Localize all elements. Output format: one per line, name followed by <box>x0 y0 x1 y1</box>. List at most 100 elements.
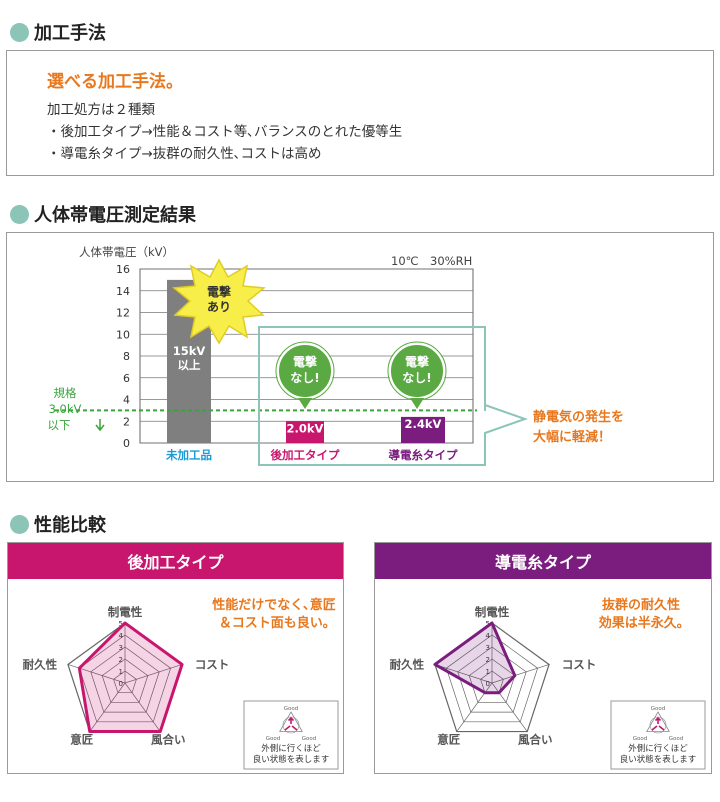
radar-scale-label: 4 <box>119 632 124 640</box>
arrow-down-left-icon <box>284 725 291 731</box>
radar-scale-label: 5 <box>486 620 490 628</box>
radar-axis-label: 意匠 <box>70 733 93 747</box>
y-tick-label: 4 <box>123 394 130 407</box>
panel-post-process: 後加工タイプ 012345制電性コスト風合い意匠耐久性性能だけでなく､意匠＆コス… <box>7 542 344 774</box>
radar-chart: 012345制電性コスト風合い意匠耐久性性能だけでなく､意匠＆コスト面も良い｡G… <box>23 597 339 770</box>
radar-spoke <box>434 664 493 684</box>
legend-good-label: Good <box>266 736 280 742</box>
method-line: ・後加工タイプ→性能＆コスト等､バランスのとれた優等生 <box>47 124 403 140</box>
radar-spoke <box>124 664 183 684</box>
down-arrow-icon <box>95 419 105 432</box>
section-title: 人体帯電圧測定結果 <box>34 205 196 226</box>
radar-axis-label: 制電性 <box>475 605 510 619</box>
radar-scale-label: 3 <box>119 644 123 652</box>
radar-scale-label: 0 <box>486 680 490 688</box>
spec-label: 規格 <box>54 386 77 400</box>
panel-comment: 性能だけでなく､意匠 <box>212 597 336 613</box>
radar-spoke <box>67 664 126 684</box>
radar-grid-ring <box>101 658 149 703</box>
spec-label: 3.0kV <box>49 402 82 416</box>
section-title: 加工手法 <box>34 23 106 44</box>
arrow-down-left-icon <box>651 725 658 731</box>
radar-axis-label: 意匠 <box>437 733 460 747</box>
bubble-text: 電撃 <box>293 354 317 369</box>
radar-grid-ring <box>468 658 516 703</box>
arrow-up-icon <box>654 716 662 724</box>
section-title: 性能比較 <box>34 515 106 536</box>
section-bullet-icon <box>10 514 29 534</box>
legend-text: 良い状態を表します <box>253 754 330 765</box>
bubble-text: 電撃 <box>405 354 429 369</box>
radar-axis-label: 風合い <box>151 733 186 747</box>
burst-text: あり <box>207 300 231 314</box>
bar-post-process <box>286 421 324 443</box>
panel-comment: ＆コスト面も良い｡ <box>219 615 330 631</box>
panel-title: 後加工タイプ <box>8 543 343 579</box>
radar-axis-label: 風合い <box>518 733 553 747</box>
legend-good-label: Good <box>302 736 316 742</box>
legend-good-label: Good <box>669 736 683 742</box>
shock-burst-icon: 電撃 あり <box>172 258 266 345</box>
radar-axis-label: 耐久性 <box>390 657 425 671</box>
radar-scale-label: 1 <box>486 668 490 676</box>
radar-grid-ring <box>445 634 539 723</box>
bar-conductive-fiber <box>401 416 445 443</box>
radar-scale-label: 0 <box>119 680 123 688</box>
radar-scale-label: 2 <box>119 656 123 664</box>
y-tick-label: 0 <box>123 437 130 450</box>
arrow-down-right-icon <box>658 725 665 731</box>
callout-text: 静電気の発生を <box>533 409 624 425</box>
x-category-label: 導電糸タイプ <box>389 448 458 462</box>
radar-value-shape <box>77 621 184 734</box>
bar-value-label: 15kV <box>173 344 206 358</box>
radar-axis-label: 制電性 <box>108 605 143 619</box>
radar-grid-ring <box>90 646 160 713</box>
method-headline: 選べる加工手法。 <box>47 72 183 92</box>
legend-good-label: Good <box>651 706 665 712</box>
section-bullet-icon <box>10 22 29 42</box>
radar-grid-ring <box>457 646 527 713</box>
x-category-label: 後加工タイプ <box>271 448 340 462</box>
no-shock-bubble-fiber: 電撃 なし! <box>387 341 447 409</box>
condition-label: 10℃ 30%RH <box>391 254 472 268</box>
y-tick-label: 12 <box>116 307 130 320</box>
radar-value-shape <box>433 621 517 695</box>
legend-text: 外側に行くほど <box>628 743 688 754</box>
legend-text: 良い状態を表します <box>620 754 697 765</box>
panel-title: 導電糸タイプ <box>375 543 711 579</box>
radar-chart: 012345制電性コスト風合い意匠耐久性抜群の耐久性効果は半永久｡GoodGoo… <box>390 597 706 770</box>
method-line: 加工処方は２種類 <box>47 102 155 118</box>
section-header-compare: 性能比較 <box>10 512 106 536</box>
x-category-label: 未加工品 <box>165 448 212 462</box>
legend-good-label: Good <box>633 736 647 742</box>
radar-scale-label: 2 <box>486 656 490 664</box>
method-box: 選べる加工手法。 加工処方は２種類 ・後加工タイプ→性能＆コスト等､バランスのと… <box>6 50 714 176</box>
bubble-text: なし! <box>402 371 431 385</box>
bar-value-label: 2.4kV <box>405 417 442 431</box>
y-axis-label: 人体帯電圧（kV） <box>79 245 174 259</box>
radar-axis-label: 耐久性 <box>23 657 58 671</box>
y-tick-label: 10 <box>116 328 130 341</box>
callout-text: 大幅に軽減！ <box>533 429 611 445</box>
panel-comment: 抜群の耐久性 <box>602 597 680 613</box>
method-line: ・導電糸タイプ→抜群の耐久性､コストは高め <box>47 146 322 162</box>
y-tick-label: 6 <box>123 372 130 385</box>
bar-value-label: 2.0kV <box>287 421 324 435</box>
panel-conductive-fiber: 導電糸タイプ 012345制電性コスト風合い意匠耐久性抜群の耐久性効果は半永久｡… <box>374 542 712 774</box>
radar-scale-label: 3 <box>486 644 490 652</box>
section-bullet-icon <box>10 204 29 224</box>
radar-spoke <box>456 682 493 732</box>
arrow-up-icon <box>287 716 295 724</box>
spec-label: 以下 <box>48 418 71 432</box>
y-tick-label: 8 <box>123 350 130 363</box>
arrow-down-right-icon <box>291 725 298 731</box>
burst-text: 電撃 <box>207 284 231 299</box>
section-header-method: 加工手法 <box>10 20 106 44</box>
radar-axis-label: コスト <box>562 657 597 671</box>
panel-comment: 効果は半永久｡ <box>599 615 684 631</box>
radar-spoke <box>124 682 161 732</box>
radar-spoke <box>89 682 126 732</box>
